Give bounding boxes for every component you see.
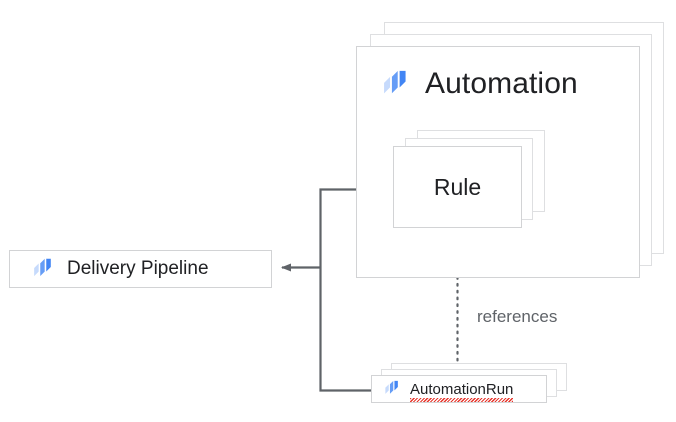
edge-label-references: references bbox=[477, 307, 558, 326]
delivery-pipeline-label: Delivery Pipeline bbox=[67, 258, 209, 279]
rule-label: Rule bbox=[433, 173, 482, 200]
automation-header: Automation bbox=[380, 66, 578, 102]
automationrun-label: AutomationRun bbox=[410, 380, 514, 402]
delivery-pipeline-card[interactable] bbox=[9, 250, 272, 288]
automation-title: Automation bbox=[425, 67, 578, 100]
cloud-deploy-brand-icon bbox=[380, 66, 411, 102]
rule-card[interactable] bbox=[393, 146, 522, 228]
automationrun-label-text: AutomationRun bbox=[410, 380, 514, 398]
delivery-pipeline-content: Delivery Pipeline bbox=[9, 250, 272, 288]
automationrun-content: AutomationRun bbox=[371, 375, 547, 403]
cloud-deploy-brand-icon bbox=[31, 255, 55, 284]
cloud-deploy-brand-icon bbox=[383, 378, 401, 401]
spellcheck-squiggle-icon bbox=[410, 398, 513, 403]
